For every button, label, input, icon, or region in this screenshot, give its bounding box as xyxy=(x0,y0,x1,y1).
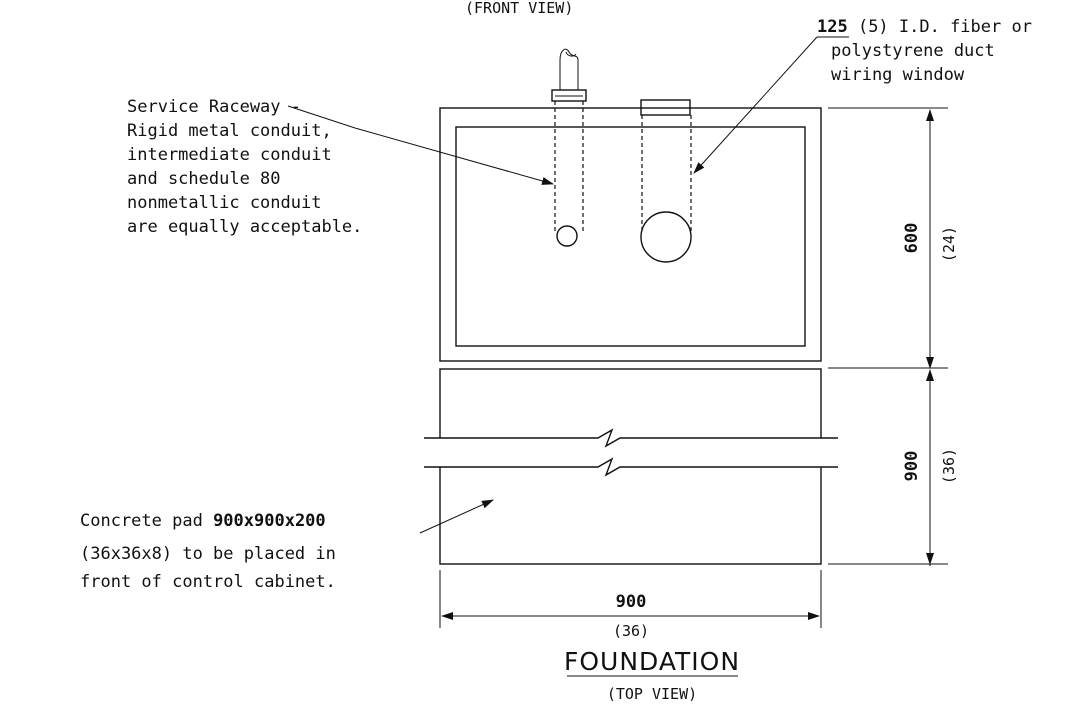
raceway-note-line-3: intermediate conduit xyxy=(127,145,332,165)
break-line-lower xyxy=(424,457,838,477)
pad-width-dimension: 900 xyxy=(616,592,647,612)
pad-note-line2: (36x36x8) to be placed in xyxy=(80,544,336,564)
raceway-note-line-4: and schedule 80 xyxy=(127,169,281,189)
raceway-note-line-2: Rigid metal conduit, xyxy=(127,121,332,141)
conduit-coupling xyxy=(551,89,587,102)
duct-note-line1: (5) I.D. fiber or xyxy=(848,17,1032,37)
raceway-leader-arrow xyxy=(354,127,554,185)
svg-text:Concrete pad 900x900x200: Concrete pad 900x900x200 xyxy=(80,511,326,531)
raceway-opening xyxy=(556,225,578,247)
duct-opening xyxy=(640,211,692,263)
pad-note-line3: front of control cabinet. xyxy=(80,572,336,592)
raceway-note-line-6: are equally acceptable. xyxy=(127,217,362,237)
service-raceway-conduit xyxy=(551,48,587,247)
raceway-note-line-5: nonmetallic conduit xyxy=(127,193,321,213)
pad-note-line1: Concrete pad xyxy=(80,511,213,531)
control-cabinet xyxy=(439,107,822,362)
break-line-upper xyxy=(424,428,838,448)
pad-leader-arrow xyxy=(419,499,494,534)
duct-wiring-window xyxy=(640,99,692,263)
duct-note: 125 (5) I.D. fiber or polystyrene duct w… xyxy=(693,17,1032,174)
drawing-title: FOUNDATION xyxy=(564,647,740,676)
duct-top-cap xyxy=(640,99,691,116)
duct-leader-arrow xyxy=(693,36,818,174)
pad-depth-dimension: 900 xyxy=(902,451,922,482)
front-view-caption: (FRONT VIEW) xyxy=(465,0,573,17)
pad-size: 900x900x200 xyxy=(213,511,326,531)
cabinet-height-dimension: 600 xyxy=(902,223,922,254)
pad-note: Concrete pad 900x900x200 (36x36x8) to be… xyxy=(80,499,494,592)
duct-note-line3: wiring window xyxy=(831,65,965,85)
pad-depth-inches: (36) xyxy=(940,448,958,484)
raceway-note: Service Raceway - Rigid metal conduit, i… xyxy=(127,97,554,237)
duct-note-line2: polystyrene duct xyxy=(831,41,995,61)
pad-width-inches: (36) xyxy=(613,622,649,640)
vertical-dimensions: 600 (24) 900 (36) xyxy=(828,107,958,566)
concrete-pad xyxy=(424,368,838,565)
cabinet-outer-outline xyxy=(439,107,822,362)
cabinet-height-inches: (24) xyxy=(940,226,958,262)
raceway-note-line-1: Service Raceway - xyxy=(127,97,301,117)
svg-text:125 (5) I.D. fiber or: 125 (5) I.D. fiber or xyxy=(817,17,1032,37)
duct-size: 125 xyxy=(817,17,848,37)
horizontal-dimension: 900 (36) xyxy=(439,570,822,640)
cabinet-inner-outline xyxy=(455,126,806,347)
drawing-subtitle: (TOP VIEW) xyxy=(607,685,697,703)
